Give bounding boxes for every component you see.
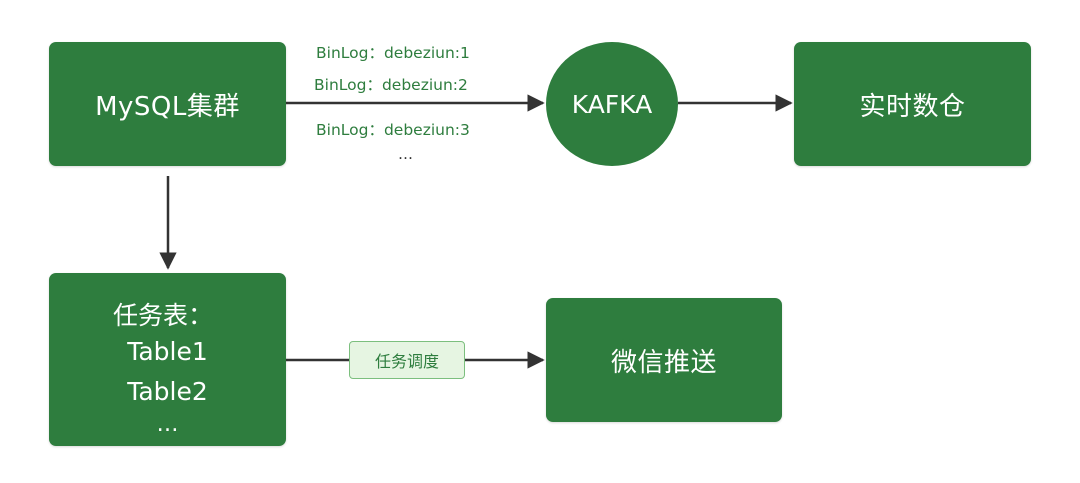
wechat-push-label: 微信推送: [610, 347, 717, 378]
binlog-label-2: BinLog：debeziun:2: [314, 73, 468, 95]
mysql-cluster-node: MySQL集群: [49, 42, 286, 166]
wechat-push-node: 微信推送: [546, 298, 782, 422]
task-table-title: 任务表：: [113, 300, 214, 330]
kafka-label: KAFKA: [571, 89, 653, 119]
task-table-node: 任务表： Table1 Table2 …: [49, 273, 286, 446]
mysql-cluster-label: MySQL集群: [95, 91, 240, 122]
task-scheduling-label: 任务调度: [374, 352, 439, 371]
kafka-node: KAFKA: [546, 42, 678, 166]
binlog-label-1: BinLog：debeziun:1: [316, 41, 470, 63]
task-table-ellipsis: …: [156, 411, 179, 437]
task-table-row: Table1: [127, 336, 208, 366]
realtime-warehouse-label: 实时数仓: [859, 91, 966, 122]
task-scheduling-tag: 任务调度: [349, 341, 465, 379]
binlog-label-ellipsis: …: [398, 145, 413, 163]
realtime-warehouse-node: 实时数仓: [794, 42, 1031, 166]
binlog-label-3: BinLog：debeziun:3: [316, 118, 470, 140]
task-table-row: Table2: [127, 376, 208, 406]
